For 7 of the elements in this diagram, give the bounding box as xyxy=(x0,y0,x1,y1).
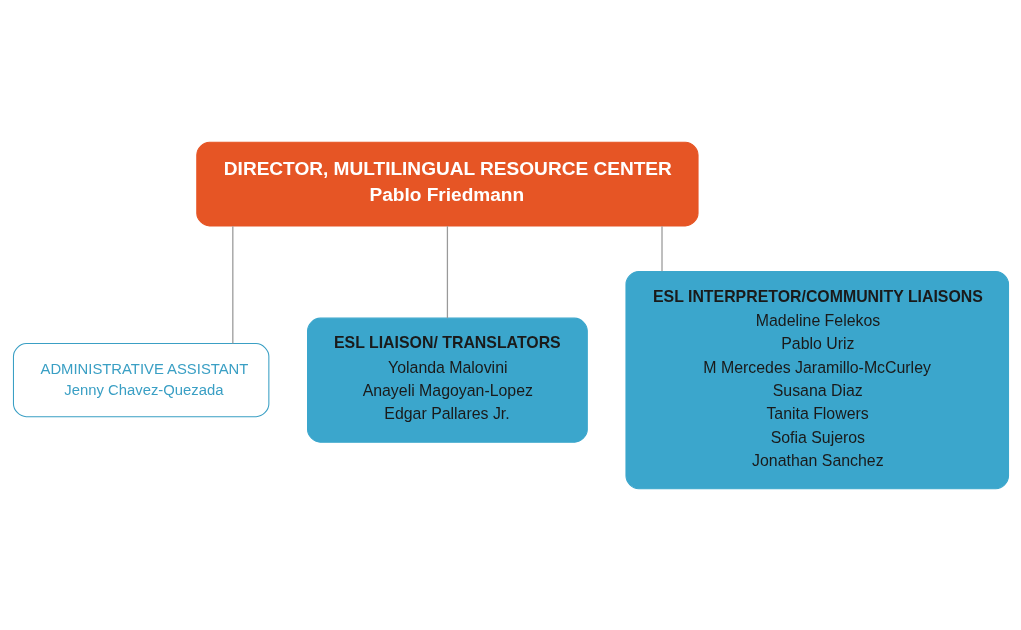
node-box: DIRECTOR, MULTILINGUAL RESOURCE CENTER Pablo Friedmann xyxy=(195,141,699,226)
connector xyxy=(231,225,233,344)
connector xyxy=(446,225,448,319)
node-box: ADMINISTRATIVE ASSISTANT Jenny Chavez-Quezada xyxy=(12,342,269,417)
node-box: ESL INTERPRETOR/COMMUNITY LIAISONS Madeline Felekos Pablo Uriz M Mercedes Jaramillo-McCurley Susana Diaz Tanita Flowers Sofia Sujeros Jonathan Sanchez xyxy=(624,270,1009,489)
node-box: ESL LIAISON/ TRANSLATORS Yolanda Malovini Anayeli Magoyan-Lopez Edgar Pallares Jr. xyxy=(306,317,588,443)
connector xyxy=(660,225,663,272)
